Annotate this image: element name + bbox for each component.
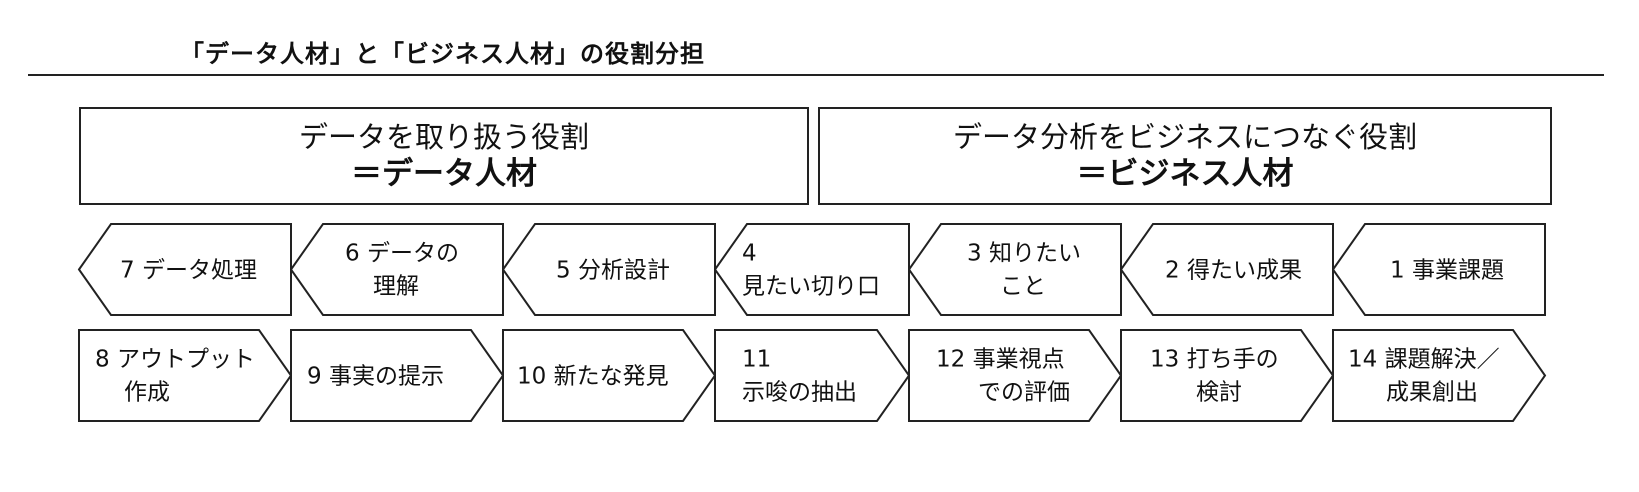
- role-name: ＝データ人材: [351, 156, 537, 192]
- step-label: 12 事業視点: [936, 347, 1065, 373]
- step-4: 4 見たい切り口: [713, 223, 910, 316]
- right-arrow-shape: [78, 329, 293, 422]
- step-label: 8 アウトプット: [95, 347, 255, 373]
- step-10: 10 新たな発見: [502, 329, 717, 422]
- step-label: 11: [742, 347, 771, 373]
- step-2: 2 得たい成果: [1119, 223, 1334, 316]
- title-underline: [28, 74, 1604, 76]
- diagram-title: 「データ人材」と「ビジネス人材」の役割分担: [180, 40, 705, 68]
- right-arrow-shape: [714, 329, 911, 422]
- left-arrow-shape: [907, 223, 1122, 316]
- left-arrow-shape: [77, 223, 292, 316]
- right-arrow-shape: [908, 329, 1123, 422]
- role-description: データを取り扱う役割: [298, 120, 589, 154]
- step-label: 9 事実の提示: [307, 364, 444, 390]
- step-9: 9 事実の提示: [290, 329, 505, 422]
- role-name: ＝ビジネス人材: [1076, 156, 1294, 192]
- right-arrow-shape: [1332, 329, 1547, 422]
- step-label: 検討: [1196, 380, 1242, 406]
- step-label: 13 打ち手の: [1150, 347, 1279, 373]
- role-box-business-talent: データ分析をビジネスにつなぐ役割 ＝ビジネス人材: [818, 107, 1552, 205]
- role-box-data-talent: データを取り扱う役割 ＝データ人材: [79, 107, 809, 205]
- left-arrow-shape: [1331, 223, 1546, 316]
- step-label: 6 データの: [345, 241, 459, 267]
- step-label: 4: [742, 241, 757, 267]
- right-arrow-shape: [502, 329, 717, 422]
- step-label: 作成: [124, 380, 170, 406]
- left-arrow-shape: [289, 223, 504, 316]
- step-7: 7 データ処理: [77, 223, 292, 316]
- step-5: 5 分析設計: [501, 223, 716, 316]
- step-label: 5 分析設計: [556, 258, 670, 284]
- step-label: こと: [1000, 274, 1046, 300]
- step-label: 7 データ処理: [120, 258, 257, 284]
- step-1: 1 事業課題: [1331, 223, 1546, 316]
- step-label: 示唆の抽出: [742, 380, 857, 406]
- step-label: 14 課題解決／: [1348, 347, 1500, 373]
- step-label: 理解: [373, 274, 419, 300]
- right-arrow-shape: [290, 329, 505, 422]
- left-arrow-shape: [713, 223, 910, 316]
- step-label: 10 新たな発見: [517, 364, 669, 390]
- step-label: 2 得たい成果: [1165, 258, 1302, 284]
- right-arrow-shape: [1120, 329, 1335, 422]
- step-label: での評価: [978, 380, 1070, 406]
- left-arrow-shape: [1119, 223, 1334, 316]
- step-14: 14 課題解決／ 成果創出: [1332, 329, 1547, 422]
- step-11: 11 示唆の抽出: [714, 329, 911, 422]
- role-description: データ分析をビジネスにつなぐ役割: [952, 120, 1417, 154]
- step-label: 3 知りたい: [967, 241, 1081, 267]
- step-label: 1 事業課題: [1390, 258, 1504, 284]
- step-label: 成果創出: [1386, 380, 1478, 406]
- step-label: 見たい切り口: [742, 274, 880, 300]
- left-arrow-shape: [501, 223, 716, 316]
